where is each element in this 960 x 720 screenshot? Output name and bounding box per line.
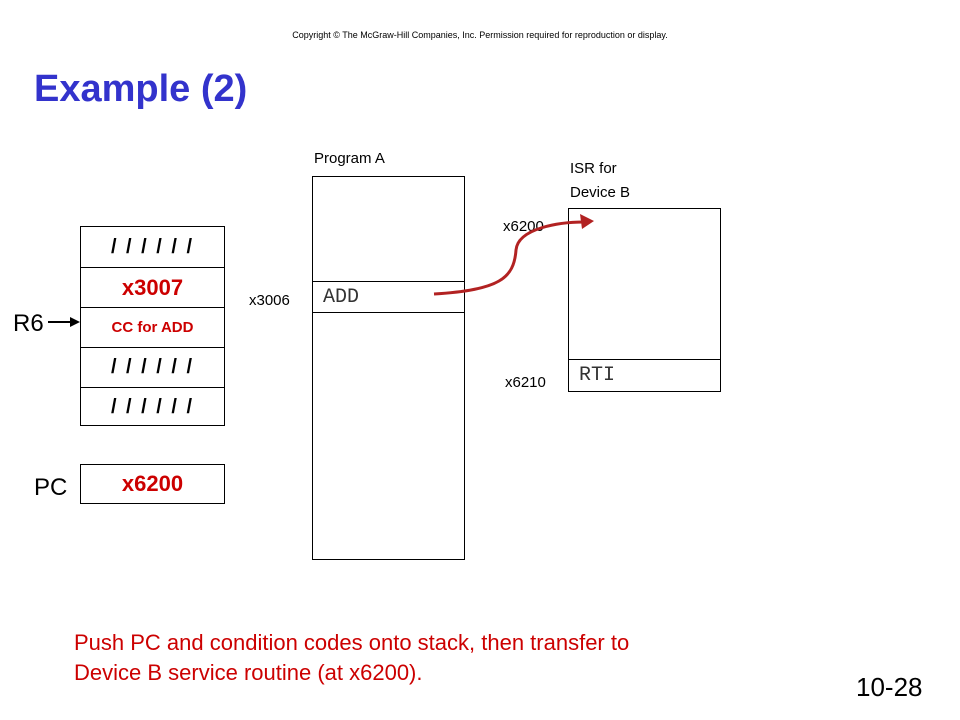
slide-number: 10-28 xyxy=(856,672,923,702)
r6-pointer-arrow xyxy=(48,317,80,327)
isr-instruction: RTI xyxy=(579,364,616,387)
pc-label: PC xyxy=(34,474,68,501)
caption-line-2: Device B service routine (at x6200). xyxy=(74,660,423,685)
program-a-label: Program A xyxy=(314,150,385,167)
caption: Push PC and condition codes onto stack, … xyxy=(74,628,629,688)
isr-memory: RTI xyxy=(568,208,721,392)
stack-cell-3: / / / / / / xyxy=(81,347,224,387)
program-a-memory: ADD xyxy=(312,176,465,560)
pc-value: x6200 xyxy=(121,471,184,496)
isr-rti-row: RTI xyxy=(569,359,720,391)
isr-label-line1: ISR for xyxy=(570,160,617,177)
stack-cell-1: x3007 xyxy=(81,267,224,307)
stack-cell-0: / / / / / / xyxy=(81,227,224,267)
stack-cell-1-text: x3007 xyxy=(121,274,184,300)
stack-cell-3-text: / / / / / / xyxy=(110,356,195,378)
program-a-instruction: ADD xyxy=(323,286,360,309)
stack-memory: / / / / / / x3007 CC for ADD / / / / / /… xyxy=(80,226,225,426)
r6-label: R6 xyxy=(13,310,44,337)
isr-label-line2: Device B xyxy=(570,184,631,201)
slide-title: Example (2) xyxy=(34,68,248,110)
stack-cell-0-text: / / / / / / xyxy=(110,235,195,258)
stack-cell-2-text: CC for ADD xyxy=(111,319,194,336)
copyright-notice: Copyright © The McGraw-Hill Companies, I… xyxy=(292,30,668,40)
caption-line-1: Push PC and condition codes onto stack, … xyxy=(74,630,630,655)
program-a-add-row: ADD xyxy=(313,281,464,313)
program-a-address: x3006 xyxy=(249,292,290,309)
isr-end-address: x6210 xyxy=(505,374,546,391)
stack-cell-4-text: / / / / / / xyxy=(110,396,195,418)
stack-cell-4: / / / / / / xyxy=(81,387,224,427)
stack-cell-2: CC for ADD xyxy=(81,307,224,347)
pc-register: x6200 xyxy=(80,464,225,504)
